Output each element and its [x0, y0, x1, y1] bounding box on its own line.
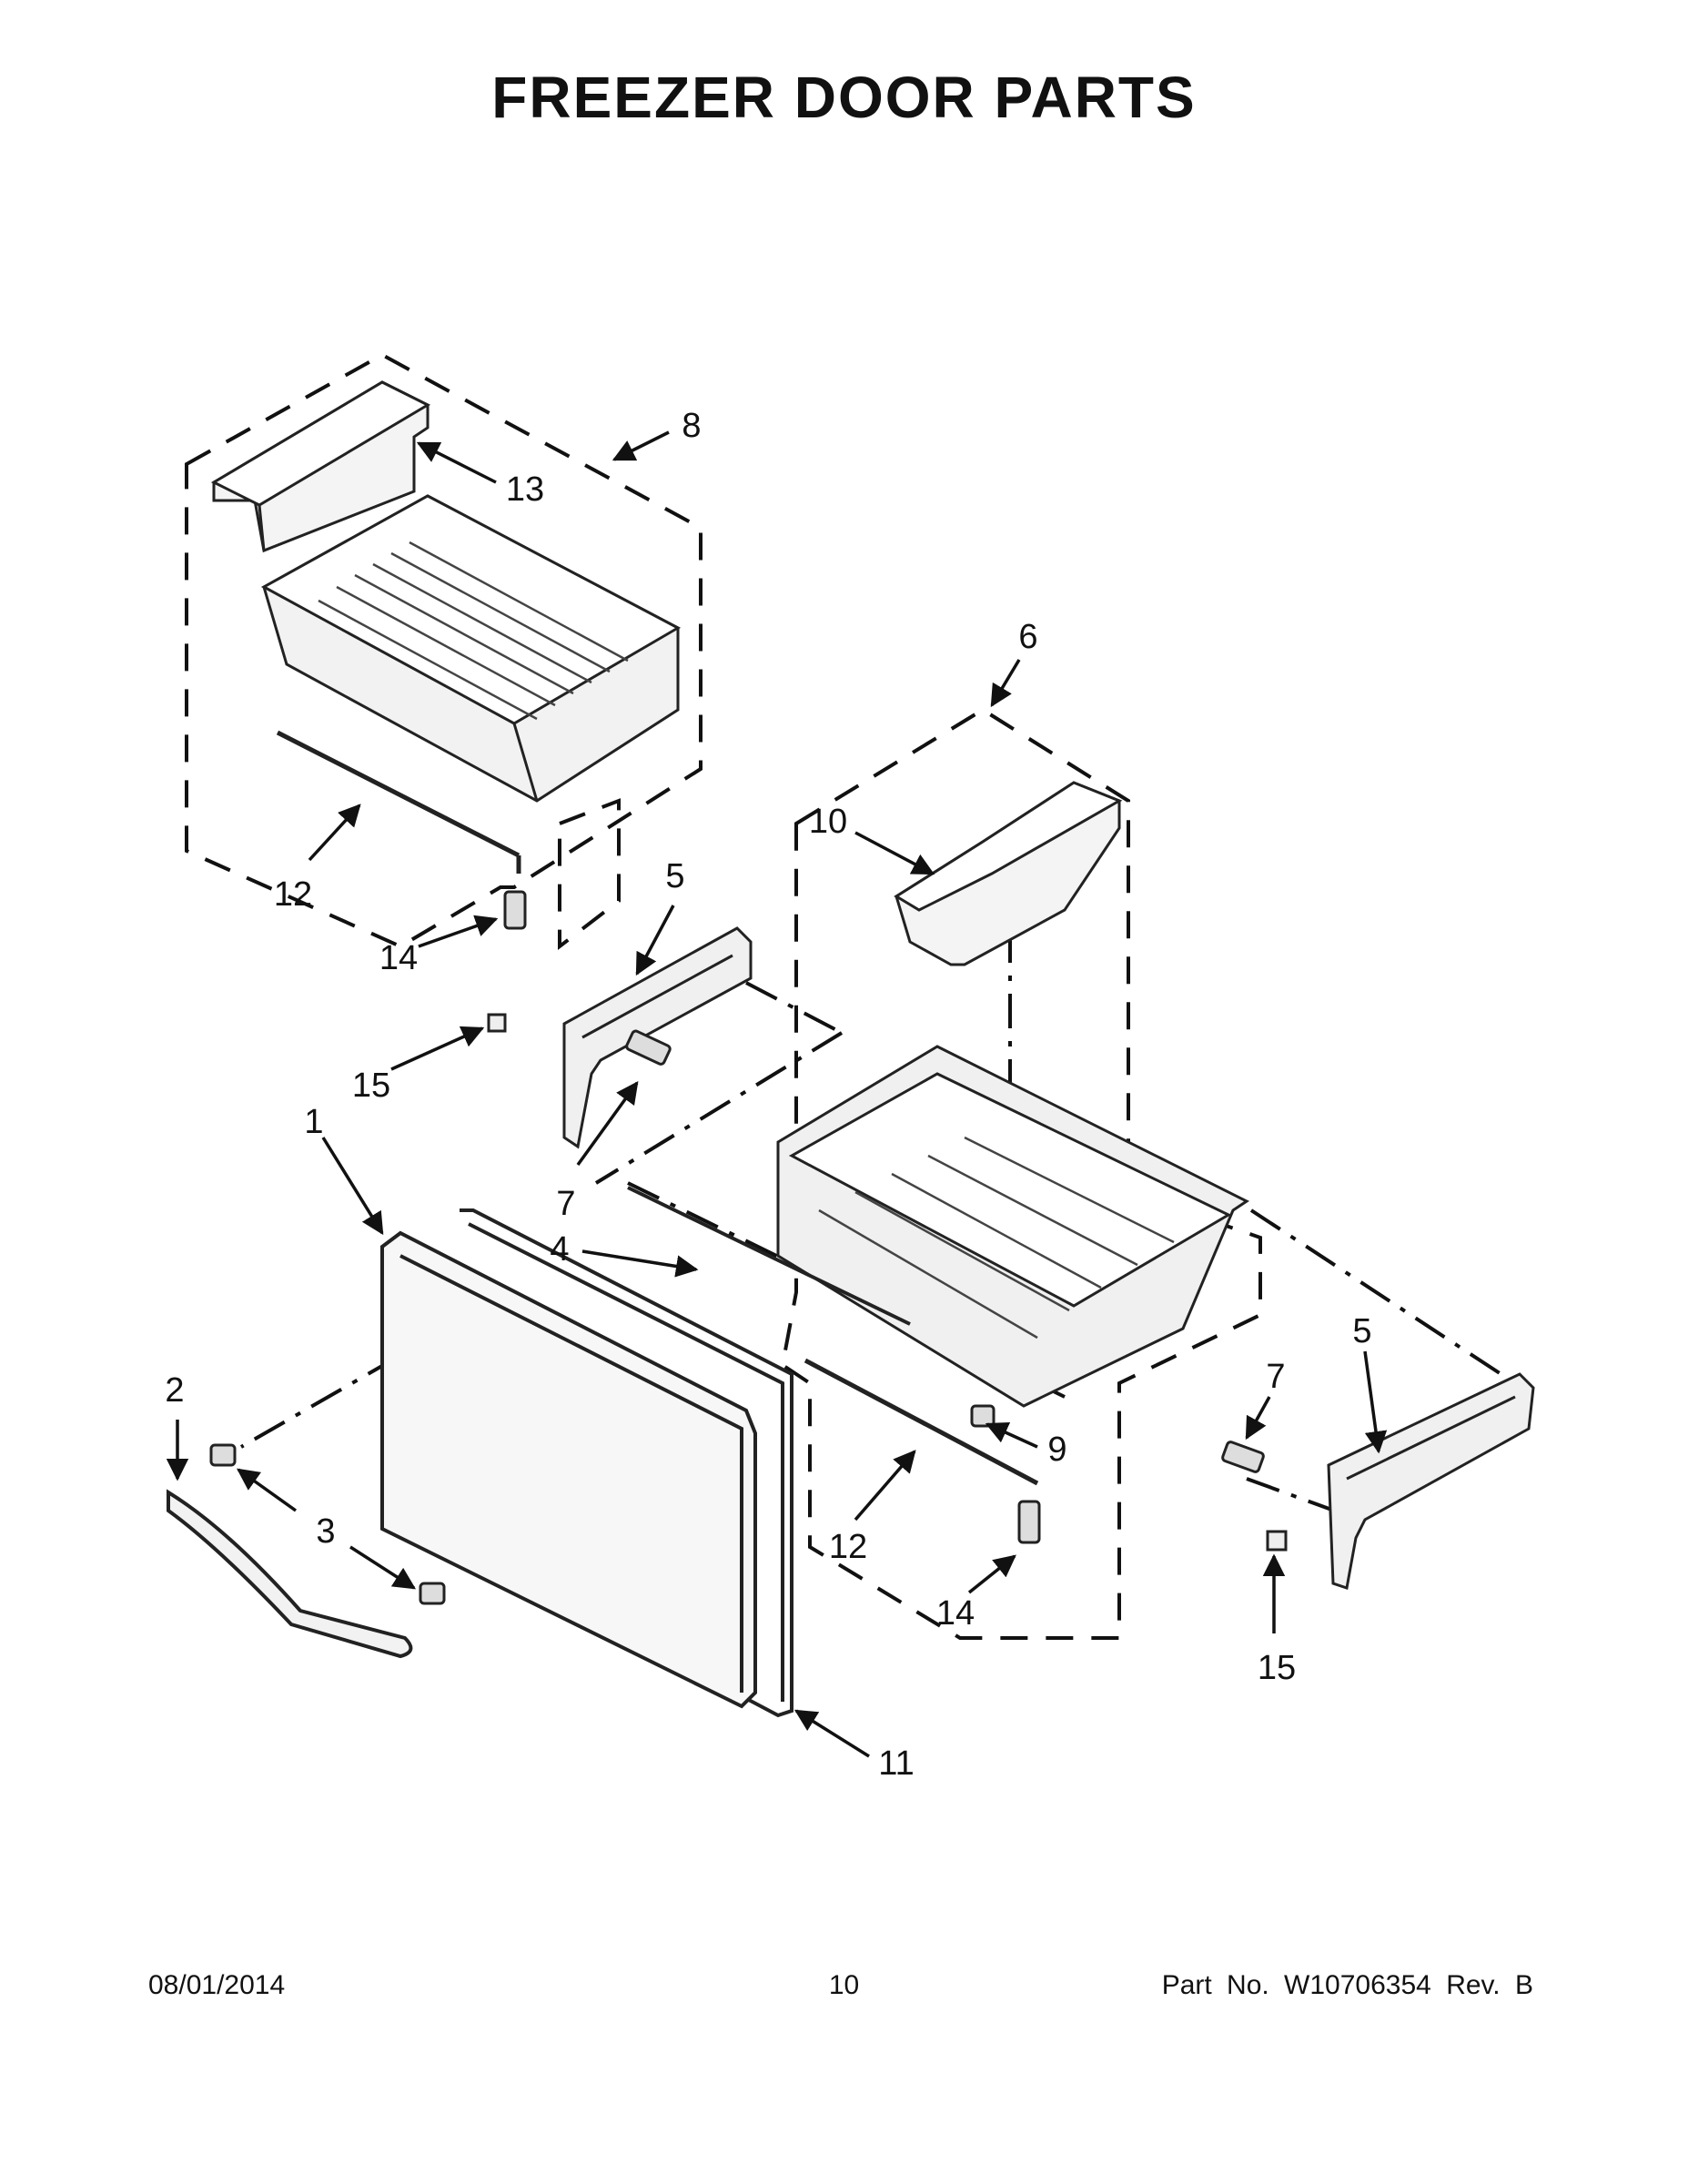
- leader-3a: [237, 1468, 298, 1512]
- part-15-clip-left: [487, 1013, 507, 1033]
- part-13-upper-bin: [210, 380, 431, 553]
- callout-12-upper: 12: [274, 875, 312, 914]
- part-2-handle: [167, 1489, 413, 1659]
- callout-6: 6: [1018, 618, 1037, 656]
- leader-10: [854, 831, 935, 875]
- leader-5a: [635, 905, 675, 976]
- callout-7-right: 7: [1266, 1358, 1285, 1396]
- part-12-lower-strip: [804, 1358, 1039, 1486]
- part-7-screw-right: [1221, 1441, 1265, 1473]
- callout-1: 1: [304, 1103, 323, 1141]
- part-15-clip-right: [1266, 1530, 1288, 1552]
- callout-5-right: 5: [1352, 1312, 1371, 1350]
- part-9-bumper: [970, 1404, 996, 1428]
- part-8-upper-basket: [260, 494, 682, 803]
- leader-5b: [1363, 1350, 1388, 1454]
- callout-15-left: 15: [352, 1067, 390, 1105]
- part-3-screw-upper: [209, 1443, 237, 1467]
- callout-14-upper: 14: [379, 939, 418, 977]
- part-12-upper-strip: [276, 730, 521, 874]
- callout-8: 8: [682, 407, 701, 445]
- callout-15-right: 15: [1258, 1649, 1296, 1687]
- part-5-left-rail: [562, 926, 753, 1149]
- callout-13: 13: [506, 470, 544, 509]
- footer-date: 08/01/2014: [148, 1970, 286, 2000]
- assembly-line-4: [594, 1031, 844, 1185]
- leader-15a: [390, 1026, 485, 1071]
- leader-14b: [967, 1554, 1016, 1594]
- callout-7-left: 7: [556, 1185, 575, 1223]
- leader-8: [612, 430, 670, 461]
- leader-7b: [1245, 1396, 1271, 1441]
- footer-page-number: 10: [828, 1970, 860, 2000]
- callout-11: 11: [878, 1744, 914, 1783]
- slide-rail-area-boundary: [558, 798, 621, 951]
- leader-11: [793, 1709, 870, 1758]
- assembly-line-7: [1249, 1208, 1531, 1394]
- part-10-right-bin: [894, 781, 1123, 966]
- part-1-freezer-door: [380, 1230, 757, 1709]
- group-8-boundary: [185, 352, 702, 949]
- leader-9: [985, 1421, 1038, 1449]
- leader-6: [990, 659, 1021, 708]
- callout-5-left: 5: [665, 857, 684, 895]
- leader-13: [416, 441, 497, 484]
- leader-3b: [349, 1545, 417, 1590]
- leader-7a: [576, 1081, 639, 1167]
- leader-14a: [418, 915, 499, 948]
- leader-4: [581, 1249, 699, 1278]
- part-3-screw-lower: [419, 1582, 446, 1605]
- part-4-rod: [627, 1186, 911, 1326]
- callout-10: 10: [809, 803, 847, 841]
- leader-12b: [854, 1450, 916, 1522]
- callout-2: 2: [165, 1371, 184, 1410]
- part-6-lower-basket: [776, 1045, 1249, 1408]
- part-7-screw-left: [625, 1029, 672, 1066]
- group-6-boundary: [780, 707, 1262, 1640]
- callout-12-lower: 12: [829, 1528, 867, 1566]
- callout-9: 9: [1047, 1431, 1066, 1469]
- part-14-screw-upper: [503, 890, 527, 930]
- callout-14-lower: 14: [936, 1594, 975, 1633]
- page-title: FREEZER DOOR PARTS: [491, 65, 1197, 130]
- assembly-line-1: [240, 1322, 456, 1449]
- callout-4: 4: [550, 1230, 569, 1269]
- part-14-screw-lower: [1017, 1500, 1041, 1544]
- part-5-right-rail: [1327, 1372, 1535, 1590]
- leader-1: [321, 1137, 384, 1236]
- assembly-line-3: [745, 981, 843, 1035]
- callout-3: 3: [316, 1512, 335, 1551]
- leader-12a: [308, 804, 361, 862]
- footer-part-number: Part No. W10706354 Rev. B: [1161, 1970, 1533, 2000]
